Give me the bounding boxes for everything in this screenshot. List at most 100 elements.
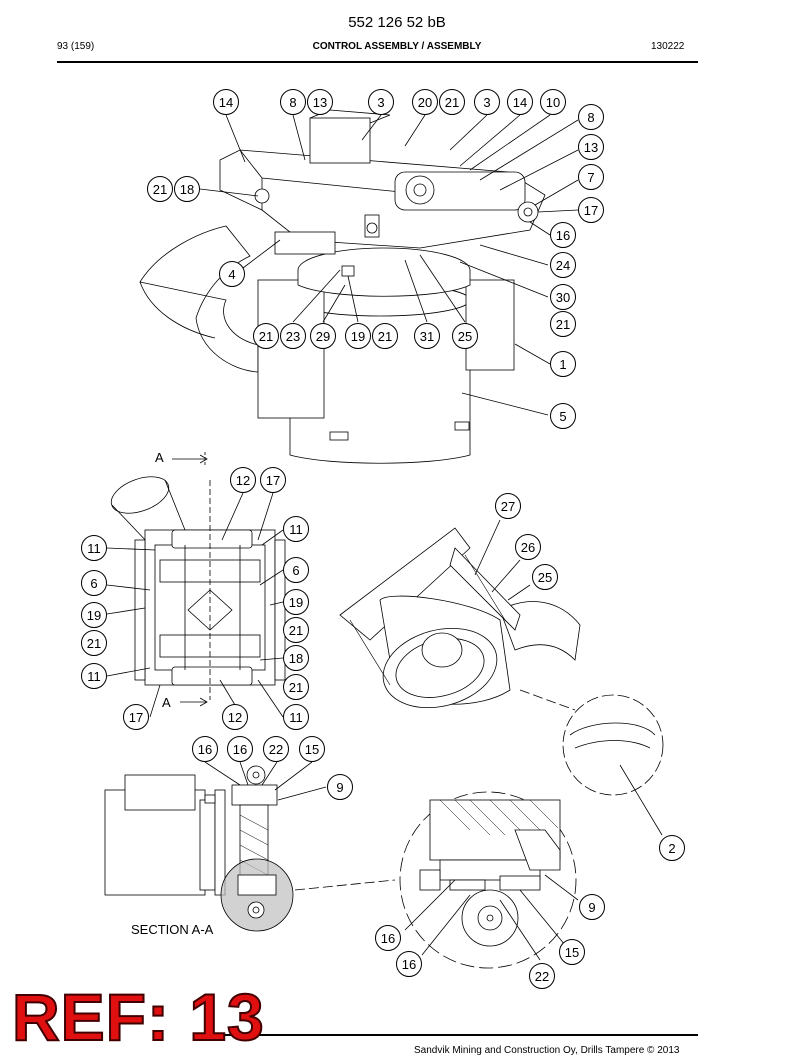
callout-bubble: 21 [253,323,279,349]
callout-bubble: 19 [81,602,107,628]
callout-bubble: 18 [174,176,200,202]
callout-bubble: 20 [412,89,438,115]
callout-number: 19 [289,595,303,610]
callout-number: 3 [483,95,490,110]
callout-bubble: 26 [515,534,541,560]
callout-bubble: 15 [559,939,585,965]
header-rule [57,61,698,63]
callout-number: 18 [180,182,194,197]
callout-number: 4 [228,267,235,282]
ref-stamp: REF: 13 [11,980,265,1054]
callout-bubble: 2 [659,835,685,861]
callout-bubble: 12 [222,704,248,730]
callout-bubble: 22 [263,736,289,762]
callout-number: 21 [445,95,459,110]
callout-number: 20 [418,95,432,110]
callout-number: 11 [289,710,303,725]
callout-bubble: 13 [307,89,333,115]
callout-bubble: 21 [283,674,309,700]
callout-bubble: 10 [540,89,566,115]
footer-rule [210,1034,698,1036]
callout-number: 16 [556,228,570,243]
callout-number: 24 [556,258,570,273]
callout-number: 21 [153,182,167,197]
callout-number: 18 [289,651,303,666]
footer-copyright: Sandvik Mining and Construction Oy, Dril… [414,1045,680,1056]
callout-bubble: 15 [299,736,325,762]
callout-number: 21 [556,317,570,332]
callout-number: 23 [286,329,300,344]
bottom-left-section: SECTION A-A [104,761,396,937]
callout-bubble: 16 [192,736,218,762]
callout-bubble: 8 [578,104,604,130]
callout-number: 12 [236,473,250,488]
callout-number: 21 [259,329,273,344]
callout-number: 17 [266,473,280,488]
callout-bubble: 16 [227,736,253,762]
document-date: 130222 [651,41,685,52]
callout-number: 2 [668,841,675,856]
callout-bubble: 12 [230,467,256,493]
callout-number: 16 [402,957,416,972]
bottom-right-detail [399,791,579,969]
callout-bubble: 6 [81,570,107,596]
callout-bubble: 23 [280,323,306,349]
callout-number: 11 [87,669,101,684]
section-letter-a-top: A [155,450,164,465]
callout-bubble: 3 [474,89,500,115]
callout-number: 8 [587,110,594,125]
callout-bubble: 31 [414,323,440,349]
callout-bubble: 14 [507,89,533,115]
callout-number: 22 [269,742,283,757]
document-number: 552 126 52 bB [348,14,446,31]
section-caption: SECTION A-A [131,922,214,937]
callout-bubble: 19 [345,323,371,349]
callout-number: 21 [378,329,392,344]
callout-bubble: 8 [280,89,306,115]
callout-bubble: 16 [396,951,422,977]
callout-number: 25 [458,329,472,344]
callout-number: 11 [289,522,303,537]
callout-bubble: 17 [578,197,604,223]
callout-bubble: 7 [578,164,604,190]
callout-number: 31 [420,329,434,344]
callout-number: 9 [336,780,343,795]
mid-right-view [339,519,664,836]
callout-bubble: 9 [327,774,353,800]
callout-number: 21 [289,623,303,638]
callout-number: 27 [501,499,515,514]
callout-number: 21 [289,680,303,695]
callout-number: 16 [233,742,247,757]
callout-number: 14 [219,95,233,110]
callout-bubble: 17 [123,704,149,730]
callout-bubble: 11 [283,516,309,542]
callout-bubble: 21 [372,323,398,349]
callout-bubble: 16 [550,222,576,248]
callout-bubble: 17 [260,467,286,493]
callout-bubble: 27 [495,493,521,519]
callout-number: 13 [313,95,327,110]
callout-bubble: 16 [375,925,401,951]
page-count: 93 (159) [57,41,95,52]
callout-number: 11 [87,541,101,556]
callout-number: 10 [546,95,560,110]
callout-number: 19 [351,329,365,344]
callout-number: 22 [535,969,549,984]
callout-bubble: 18 [283,645,309,671]
callout-number: 13 [584,140,598,155]
callout-bubble: 3 [368,89,394,115]
callout-number: 25 [538,570,552,585]
callout-bubble: 11 [81,535,107,561]
callout-bubble: 29 [310,323,336,349]
callout-number: 16 [198,742,212,757]
callout-number: 5 [559,409,566,424]
section-title: CONTROL ASSEMBLY / ASSEMBLY [312,41,482,52]
callout-bubble: 25 [452,323,478,349]
top-assembly-view [139,109,579,464]
callout-number: 17 [584,203,598,218]
callout-bubble: 5 [550,403,576,429]
callout-number: 7 [587,170,594,185]
callout-number: 15 [565,945,579,960]
